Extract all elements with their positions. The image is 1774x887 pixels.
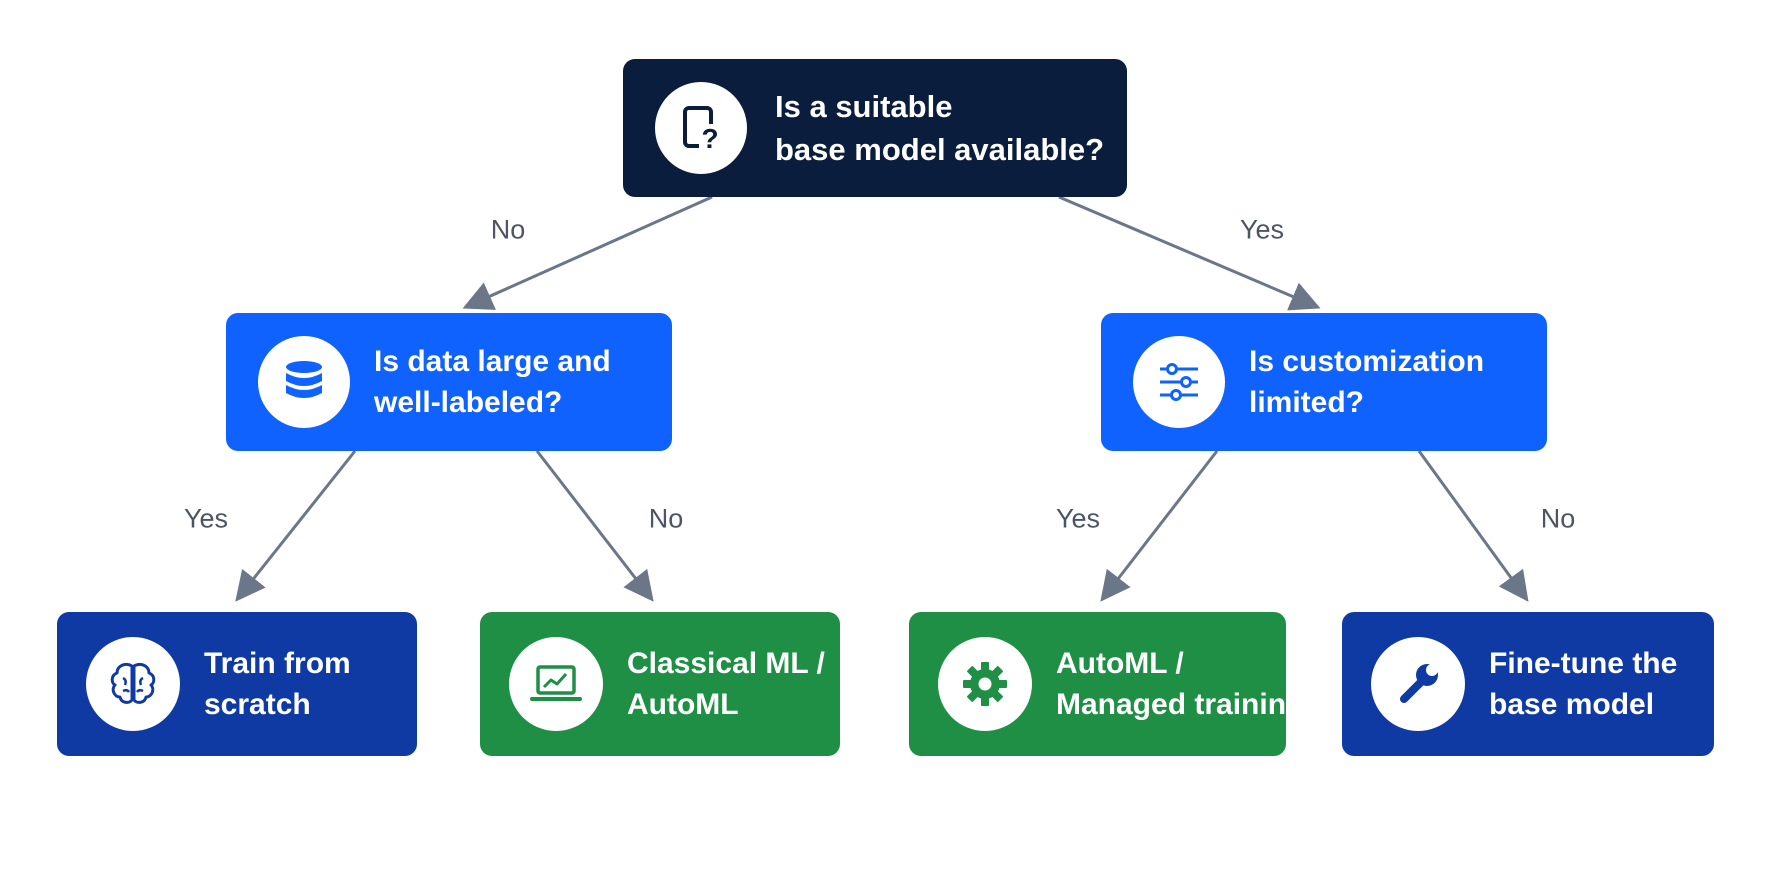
tablet-question-icon: ? xyxy=(655,82,747,174)
svg-text:?: ? xyxy=(701,123,718,154)
edge-label-root-right: Yes xyxy=(1239,214,1285,245)
leaf-1-line-2: scratch xyxy=(204,688,311,721)
edge-right-to-leaf4 xyxy=(1417,450,1529,602)
edge-label-right-leaf4: No xyxy=(1540,503,1576,534)
edge-root-to-left xyxy=(462,195,713,310)
wrench-icon xyxy=(1371,637,1465,731)
laptop-chart-icon xyxy=(509,637,603,731)
leaf-3-line-2: Managed training xyxy=(1056,688,1305,721)
gear-icon xyxy=(938,637,1032,731)
leaf-1-line-1: Train from xyxy=(204,647,351,680)
customization-decision-line-2: limited? xyxy=(1249,386,1365,419)
leaf-2-line-2: AutoML xyxy=(627,688,739,721)
data-decision-label: Is data large and well-labeled? xyxy=(374,341,611,423)
edge-left-to-leaf2 xyxy=(535,450,654,602)
classical-ml-node: Classical ML / AutoML xyxy=(480,612,840,756)
leaf-2-line-1: Classical ML / xyxy=(627,647,825,680)
leaf-3-line-1: AutoML / xyxy=(1056,647,1184,680)
fine-tune-node: Fine-tune the base model xyxy=(1342,612,1714,756)
customization-decision-node: Is customization limited? xyxy=(1101,313,1547,451)
edge-left-to-leaf1 xyxy=(235,450,357,602)
edge-root-to-right xyxy=(1058,195,1321,311)
train-from-scratch-label: Train from scratch xyxy=(204,643,351,725)
customization-decision-label: Is customization limited? xyxy=(1249,341,1484,423)
edge-label-right-leaf3: Yes xyxy=(1055,503,1101,534)
edge-label-left-leaf2: No xyxy=(648,503,684,534)
edge-label-root-left: No xyxy=(490,214,526,245)
edge-right-to-leaf3 xyxy=(1100,450,1219,602)
data-decision-line-1: Is data large and xyxy=(374,345,611,378)
brain-icon xyxy=(86,637,180,731)
train-from-scratch-node: Train from scratch xyxy=(57,612,417,756)
edge-label-left-leaf1: Yes xyxy=(183,503,229,534)
root-line-1: Is a suitable xyxy=(775,89,953,124)
leaf-4-line-2: base model xyxy=(1489,688,1655,721)
classical-ml-label: Classical ML / AutoML xyxy=(627,643,825,725)
root-decision-node: ? Is a suitable base model available? xyxy=(623,59,1127,197)
automl-managed-training-label: AutoML / Managed training xyxy=(1056,643,1304,725)
root-decision-label: Is a suitable base model available? xyxy=(775,85,1104,171)
customization-decision-line-1: Is customization xyxy=(1249,345,1485,378)
automl-managed-training-node: AutoML / Managed training xyxy=(909,612,1304,756)
data-decision-node: Is data large and well-labeled? xyxy=(226,313,672,451)
database-icon xyxy=(258,336,350,428)
fine-tune-label: Fine-tune the base model xyxy=(1489,643,1677,725)
root-line-2: base model available? xyxy=(775,132,1105,167)
leaf-4-line-1: Fine-tune the xyxy=(1489,647,1678,680)
sliders-icon xyxy=(1133,336,1225,428)
data-decision-line-2: well-labeled? xyxy=(374,386,563,419)
